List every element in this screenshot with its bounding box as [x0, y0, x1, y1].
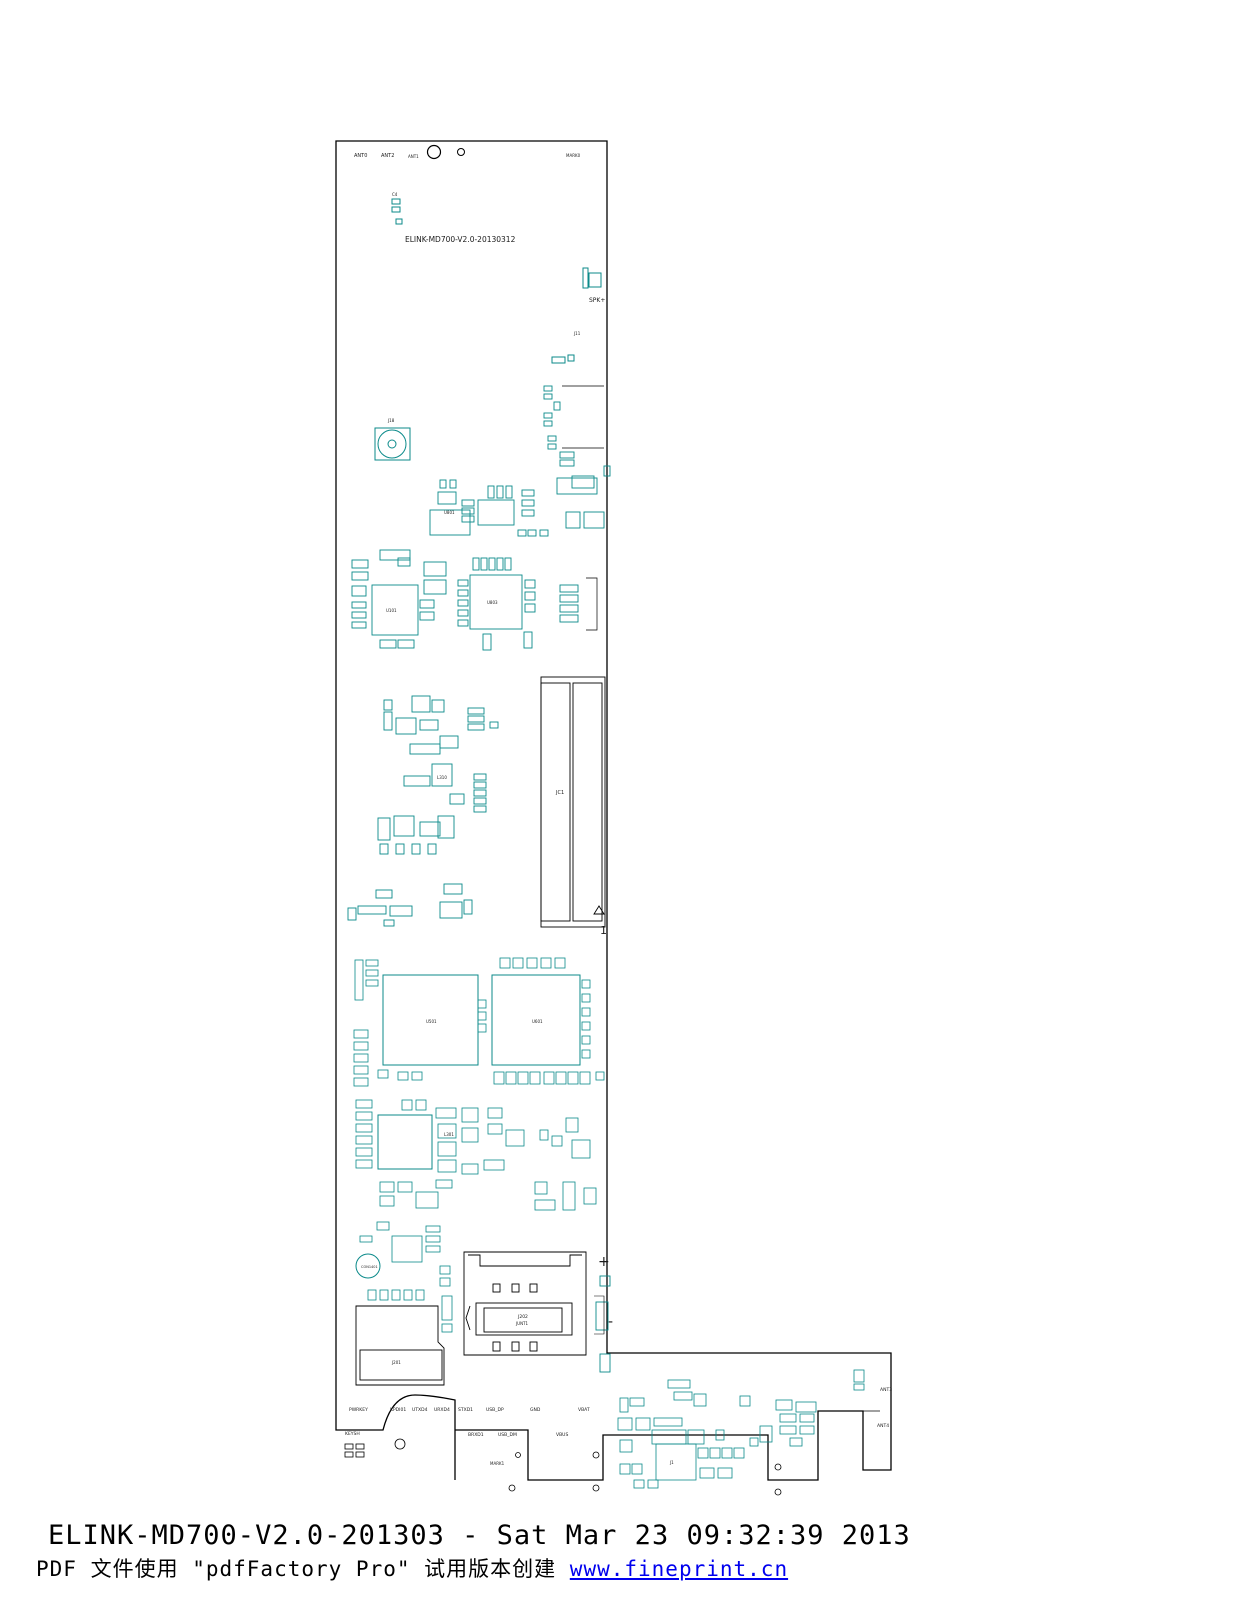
edge-label-stxd1: STXD1: [458, 1407, 473, 1413]
edge-label-utxd4: UTXD4: [412, 1407, 428, 1413]
edge-label-gnd: GND: [530, 1407, 541, 1413]
antenna-label-0: ANT0: [354, 153, 367, 159]
ic-cluster-lower-right: [617, 1369, 865, 1489]
document-footer-title: ELINK-MD700-V2.0-201303 - Sat Mar 23 09:…: [48, 1520, 911, 1551]
pdf-generator-text: PDF 文件使用 "pdfFactory Pro" 试用版本创建: [36, 1557, 570, 1581]
pin-one-label: 1: [600, 924, 607, 937]
capacitor-c4: [391, 198, 403, 225]
mount-hole-small: [457, 148, 465, 156]
ic-cluster-upper: [351, 549, 579, 651]
component-label-u803: U803: [487, 600, 498, 605]
board-outline: [335, 140, 892, 1481]
rf-module: [562, 385, 604, 449]
component-label-l310: L310: [437, 775, 447, 780]
component-label-j11: J11: [573, 331, 581, 336]
edge-label-vbus: VBUS: [556, 1432, 568, 1438]
speaker-label: SPK+: [589, 297, 605, 304]
edge-label-vbat: VBAT: [578, 1407, 590, 1413]
mount-hole-large: [426, 144, 442, 160]
component-label-bat201: CON1401: [361, 1265, 378, 1269]
backup-battery: [355, 1253, 381, 1279]
sim-card-holder: [463, 1251, 587, 1356]
component-label-u101: U101: [386, 608, 397, 613]
side-connector-bracket: [586, 577, 598, 631]
component-label-u801: U801: [444, 510, 455, 515]
battery-passives: [359, 1221, 453, 1333]
component-label-u501: U501: [426, 1019, 437, 1024]
antenna-label-ant3: ANT3: [880, 1387, 892, 1393]
edge-label-mark1: MARK1: [490, 1461, 505, 1466]
battery-connector: [595, 1275, 611, 1373]
component-label-j18: J18: [387, 418, 395, 423]
edge-label-keysh: KEYSH: [345, 1431, 360, 1437]
speaker-connector: [582, 267, 602, 289]
battery-minus-sign: -: [608, 1314, 613, 1330]
antenna-label-2: ANT1: [408, 154, 419, 159]
sim-label: J202: [517, 1314, 528, 1320]
connector-j11: [551, 354, 575, 364]
connector-con1401: [355, 1305, 445, 1386]
battery-plus-sign: +: [598, 1254, 610, 1270]
component-label-l301: L301: [444, 1132, 454, 1137]
connector-jc1: [540, 676, 606, 928]
edge-label-brxd1: BRXD1: [468, 1432, 484, 1438]
edge-label-usb-dp: USB_DP: [486, 1407, 504, 1413]
ic-pmic: [377, 1114, 433, 1170]
mark-label-top: MARK0: [566, 153, 581, 158]
ic-cluster-middle: [377, 695, 499, 855]
fineprint-link[interactable]: www.fineprint.cn: [569, 1557, 789, 1581]
connector-j1-outline: [594, 1295, 605, 1335]
edge-label-urxd4: URXD4: [434, 1407, 450, 1413]
component-label-con1401: J201: [391, 1360, 401, 1365]
edge-label-kpdi01: KPDI01: [390, 1407, 406, 1413]
ic-u804-area: [347, 883, 473, 927]
pmic-passives: [355, 1099, 597, 1211]
rf-passives: [543, 385, 611, 489]
edge-label-usb-dm: USB_DM: [498, 1432, 517, 1438]
component-label-c4: C4: [392, 192, 398, 197]
bottom-edge-features: [344, 1438, 782, 1496]
connector-label-jc1: JC1: [555, 790, 564, 796]
board-title: ELINK-MD700-V2.0-20130312: [405, 235, 516, 244]
ic-package-right: [491, 974, 581, 1066]
component-label-u601: U601: [532, 1019, 543, 1024]
ic-u803-area: [429, 477, 605, 537]
antenna-label-ant4: ANT4: [877, 1423, 889, 1429]
processor-passives: [353, 957, 605, 1087]
pdf-generator-note: PDF 文件使用 "pdfFactory Pro" 试用版本创建 www.fin…: [36, 1553, 1237, 1583]
connector-j18: [374, 427, 411, 461]
sim-label-sub: JUNT1: [515, 1321, 529, 1326]
antenna-label-1: ANT2: [381, 153, 394, 159]
component-label-u1: J1: [669, 1460, 674, 1465]
edge-label-pwrkey: PWRKEY: [349, 1407, 368, 1413]
